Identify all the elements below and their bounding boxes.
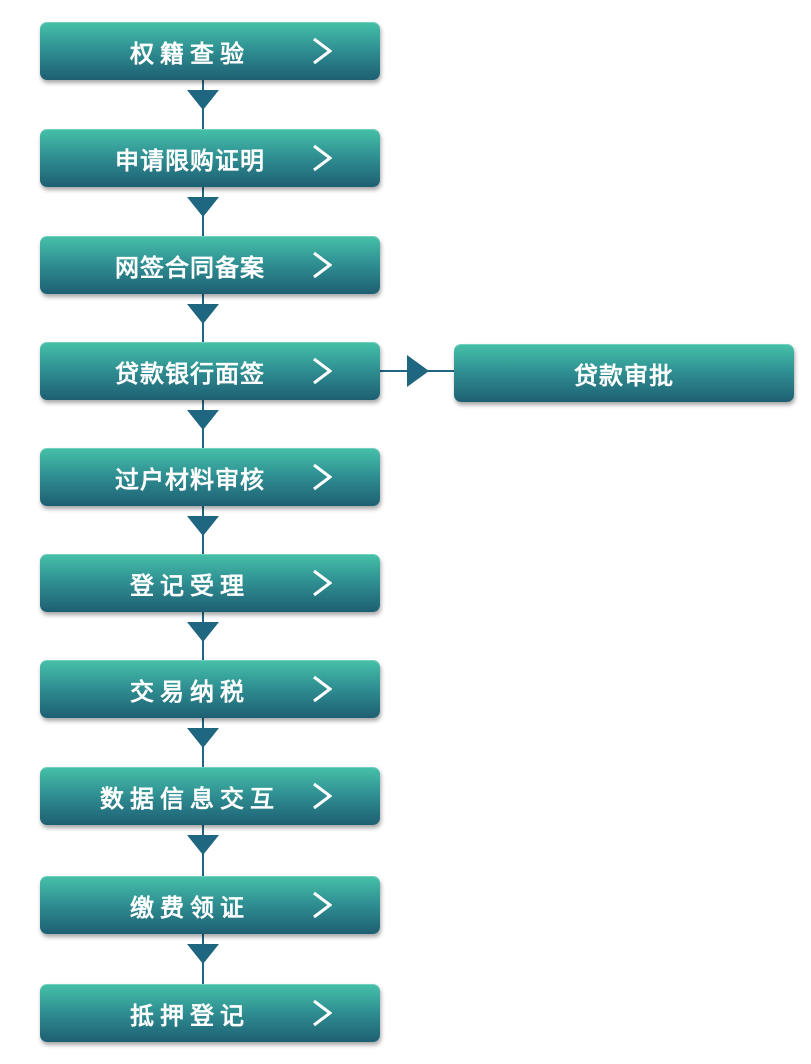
right-arrow-icon: [407, 355, 429, 387]
step-2-label: 申请限购证明: [115, 146, 265, 175]
step-7-box: 交易纳税: [40, 660, 380, 718]
down-arrow-icon: [187, 90, 219, 110]
step-6-label: 登记受理: [130, 571, 250, 600]
chevron-right-icon: [313, 675, 332, 703]
step-3-label: 网签合同备案: [115, 253, 265, 282]
step-1-label: 权籍查验: [130, 39, 250, 68]
down-arrow-icon: [187, 516, 219, 536]
step-9-label: 缴费领证: [130, 893, 250, 922]
down-arrow-icon: [187, 410, 219, 430]
chevron-right-icon: [313, 37, 332, 65]
step-5-label: 过户材料审核: [115, 465, 265, 494]
chevron-right-icon: [313, 251, 332, 279]
chevron-right-icon: [313, 569, 332, 597]
step-4-box: 贷款银行面签: [40, 342, 380, 400]
down-arrow-icon: [187, 304, 219, 324]
chevron-right-icon: [313, 463, 332, 491]
down-arrow-icon: [187, 728, 219, 748]
step-3-box: 网签合同备案: [40, 236, 380, 294]
down-arrow-icon: [187, 197, 219, 217]
step-10-box: 抵押登记: [40, 984, 380, 1042]
step-8-label: 数据信息交互: [100, 784, 280, 813]
chevron-right-icon: [313, 782, 332, 810]
step-6-box: 登记受理: [40, 554, 380, 612]
down-arrow-icon: [187, 944, 219, 964]
step-10-label: 抵押登记: [130, 1001, 250, 1030]
side-step-box: 贷款审批: [454, 344, 794, 402]
chevron-right-icon: [313, 357, 332, 385]
down-arrow-icon: [187, 622, 219, 642]
step-8-box: 数据信息交互: [40, 767, 380, 825]
step-9-box: 缴费领证: [40, 876, 380, 934]
side-step-label: 贷款审批: [574, 361, 674, 390]
chevron-right-icon: [313, 999, 332, 1027]
chevron-right-icon: [313, 891, 332, 919]
step-7-label: 交易纳税: [130, 677, 250, 706]
step-2-box: 申请限购证明: [40, 129, 380, 187]
step-5-box: 过户材料审核: [40, 448, 380, 506]
down-arrow-icon: [187, 835, 219, 855]
step-4-label: 贷款银行面签: [115, 359, 265, 388]
chevron-right-icon: [313, 144, 332, 172]
step-1-box: 权籍查验: [40, 22, 380, 80]
